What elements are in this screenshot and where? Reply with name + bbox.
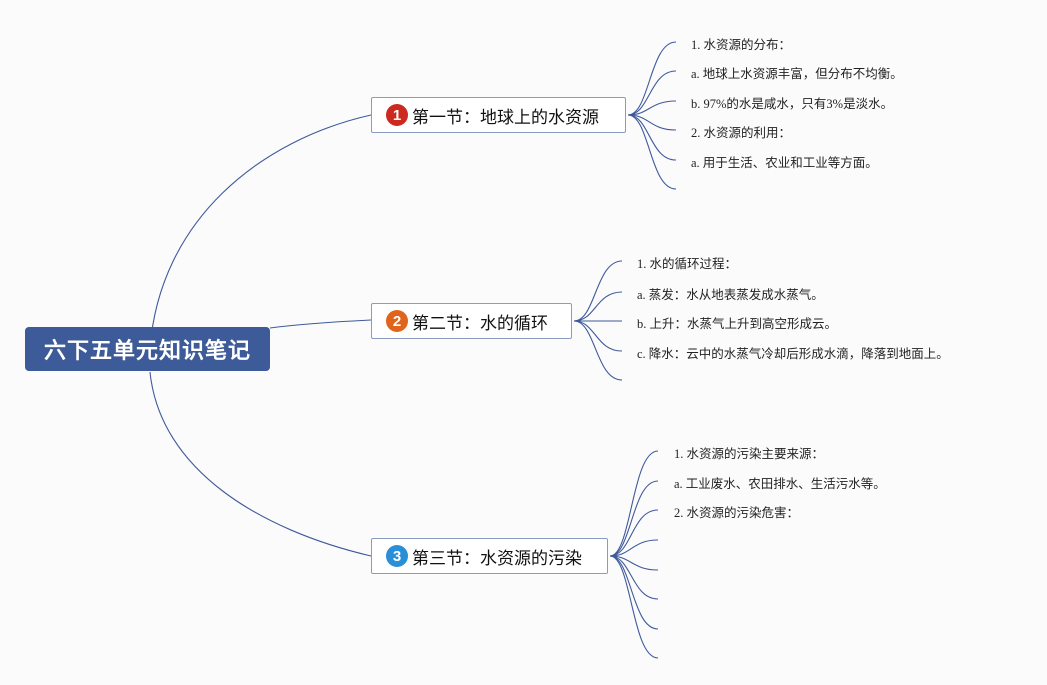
leaf-item[interactable]: a. 地球上水资源丰富，但分布不均衡。 [691, 67, 903, 81]
root-topic-label: 六下五单元知识笔记 [43, 339, 251, 364]
leaf-item[interactable]: a. 蒸发：水从地表蒸发成水蒸气。 [637, 288, 824, 302]
section-2-label: 第二节：水的循环 [412, 313, 548, 334]
connector-section-2-leaf-1 [573, 260, 623, 322]
leaf-item[interactable]: 2. 水资源的污染危害： [674, 506, 800, 520]
connector-section-3-leaf-6 [609, 555, 659, 600]
connector-root-section-2 [269, 319, 372, 329]
connector-section-3-leaf-8 [609, 555, 659, 659]
leaf-item[interactable]: b. 上升：水蒸气上升到高空形成云。 [637, 317, 838, 331]
number-badge-3: 3 [386, 545, 408, 567]
connector-section-3-leaf-1 [609, 450, 659, 557]
number-badge-1: 1 [386, 104, 408, 126]
section-1-topic[interactable]: 1 第一节：地球上的水资源 [371, 97, 626, 133]
leaf-item[interactable]: 1. 水资源的分布： [691, 38, 792, 52]
connector-section-1-leaf-3 [627, 100, 677, 116]
connector-section-1-leaf-5 [627, 114, 677, 161]
leaf-item[interactable]: b. 97%的水是咸水，只有3%是淡水。 [691, 97, 894, 111]
leaf-item[interactable]: 1. 水的循环过程： [637, 257, 738, 271]
connector-root-section-3 [149, 371, 372, 557]
section-3-topic[interactable]: 3 第三节：水资源的污染 [371, 538, 608, 574]
connector-section-1-leaf-1 [627, 41, 677, 116]
connector-section-3-leaf-4 [609, 539, 659, 557]
number-badge-2: 2 [386, 310, 408, 332]
connector-root-section-1 [149, 114, 372, 349]
section-1-label: 第一节：地球上的水资源 [412, 107, 599, 128]
connector-section-3-leaf-3 [609, 509, 659, 557]
connector-section-3-leaf-2 [609, 480, 659, 557]
connector-section-2-leaf-2 [573, 291, 623, 322]
connector-section-2-leaf-5 [573, 320, 623, 381]
section-3-label: 第三节：水资源的污染 [412, 548, 582, 569]
leaf-item[interactable]: a. 工业废水、农田排水、生活污水等。 [674, 477, 886, 491]
section-2-topic[interactable]: 2 第二节：水的循环 [371, 303, 572, 339]
connector-section-1-leaf-2 [627, 70, 677, 116]
connector-section-1-leaf-6 [627, 114, 677, 190]
leaf-item[interactable]: 2. 水资源的利用： [691, 126, 792, 140]
connector-section-2-leaf-4 [573, 320, 623, 352]
connector-section-3-leaf-7 [609, 555, 659, 630]
root-topic[interactable]: 六下五单元知识笔记 [25, 327, 270, 371]
leaf-item[interactable]: a. 用于生活、农业和工业等方面。 [691, 156, 878, 170]
leaf-item[interactable]: c. 降水：云中的水蒸气冷却后形成水滴，降落到地面上。 [637, 347, 949, 361]
leaf-item[interactable]: 1. 水资源的污染主要来源： [674, 447, 825, 461]
